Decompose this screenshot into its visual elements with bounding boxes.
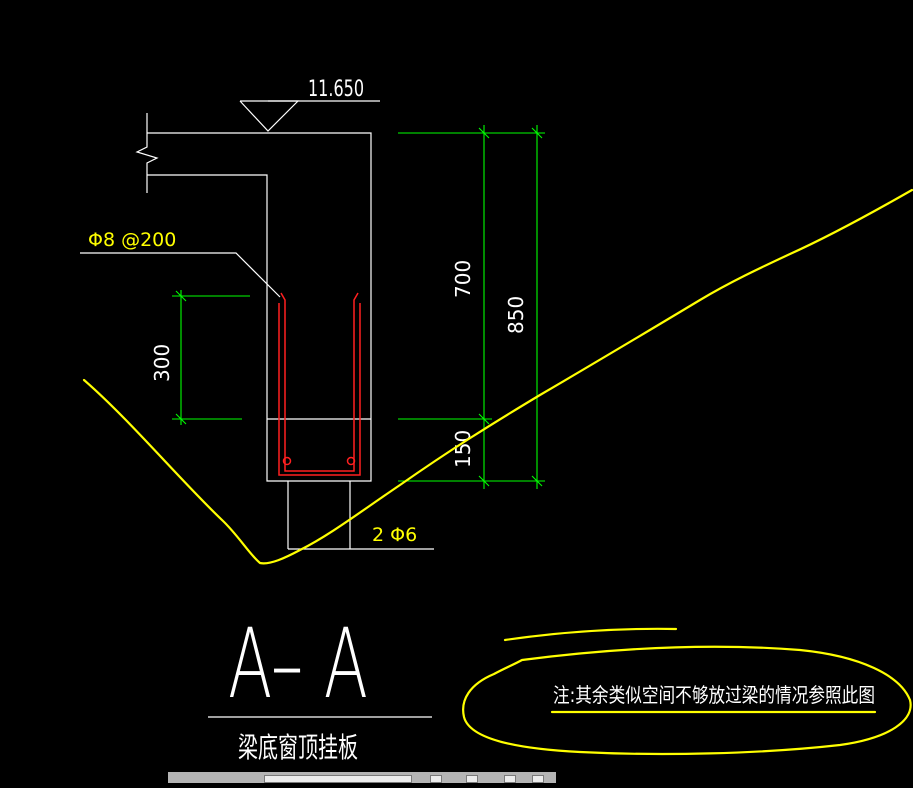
rebar-top-leader (80, 252, 281, 298)
annotation-dash (503, 627, 678, 642)
rebar-bottom-label: 2 Φ6 (372, 524, 417, 546)
annotation-scribble-line (82, 188, 913, 565)
dimensions (172, 125, 545, 489)
status-bar-field[interactable] (264, 775, 412, 783)
dim-300-label: 300 (150, 344, 174, 382)
status-bar-button[interactable] (430, 775, 442, 783)
elevation-label: 11.650 (308, 77, 364, 102)
annotation-ellipse (462, 645, 912, 756)
hand-annotations (82, 188, 913, 756)
section-title: A– A (228, 608, 368, 720)
section-subtitle: 梁底窗顶挂板 (238, 731, 358, 764)
rebar-bar-left (282, 456, 292, 466)
dim-700-label: 700 (451, 260, 475, 298)
rebar-bar-right (346, 456, 356, 466)
rebar-top-label: Φ8 @200 (88, 229, 176, 251)
stirrup-outer (278, 303, 361, 476)
beam-slab-profile (147, 132, 372, 482)
status-bar-button[interactable] (466, 775, 478, 783)
elevation-marker (239, 100, 380, 132)
note-text: 注:其余类似空间不够放过梁的情况参照此图 (553, 683, 875, 707)
rebar (278, 292, 361, 476)
stirrup (280, 292, 359, 472)
cad-status-bar (168, 772, 556, 783)
status-bar-button[interactable] (532, 775, 544, 783)
status-bar-button[interactable] (504, 775, 516, 783)
break-line (135, 113, 159, 193)
elevation-triangle (239, 100, 300, 132)
dim-850-label: 850 (504, 296, 528, 334)
